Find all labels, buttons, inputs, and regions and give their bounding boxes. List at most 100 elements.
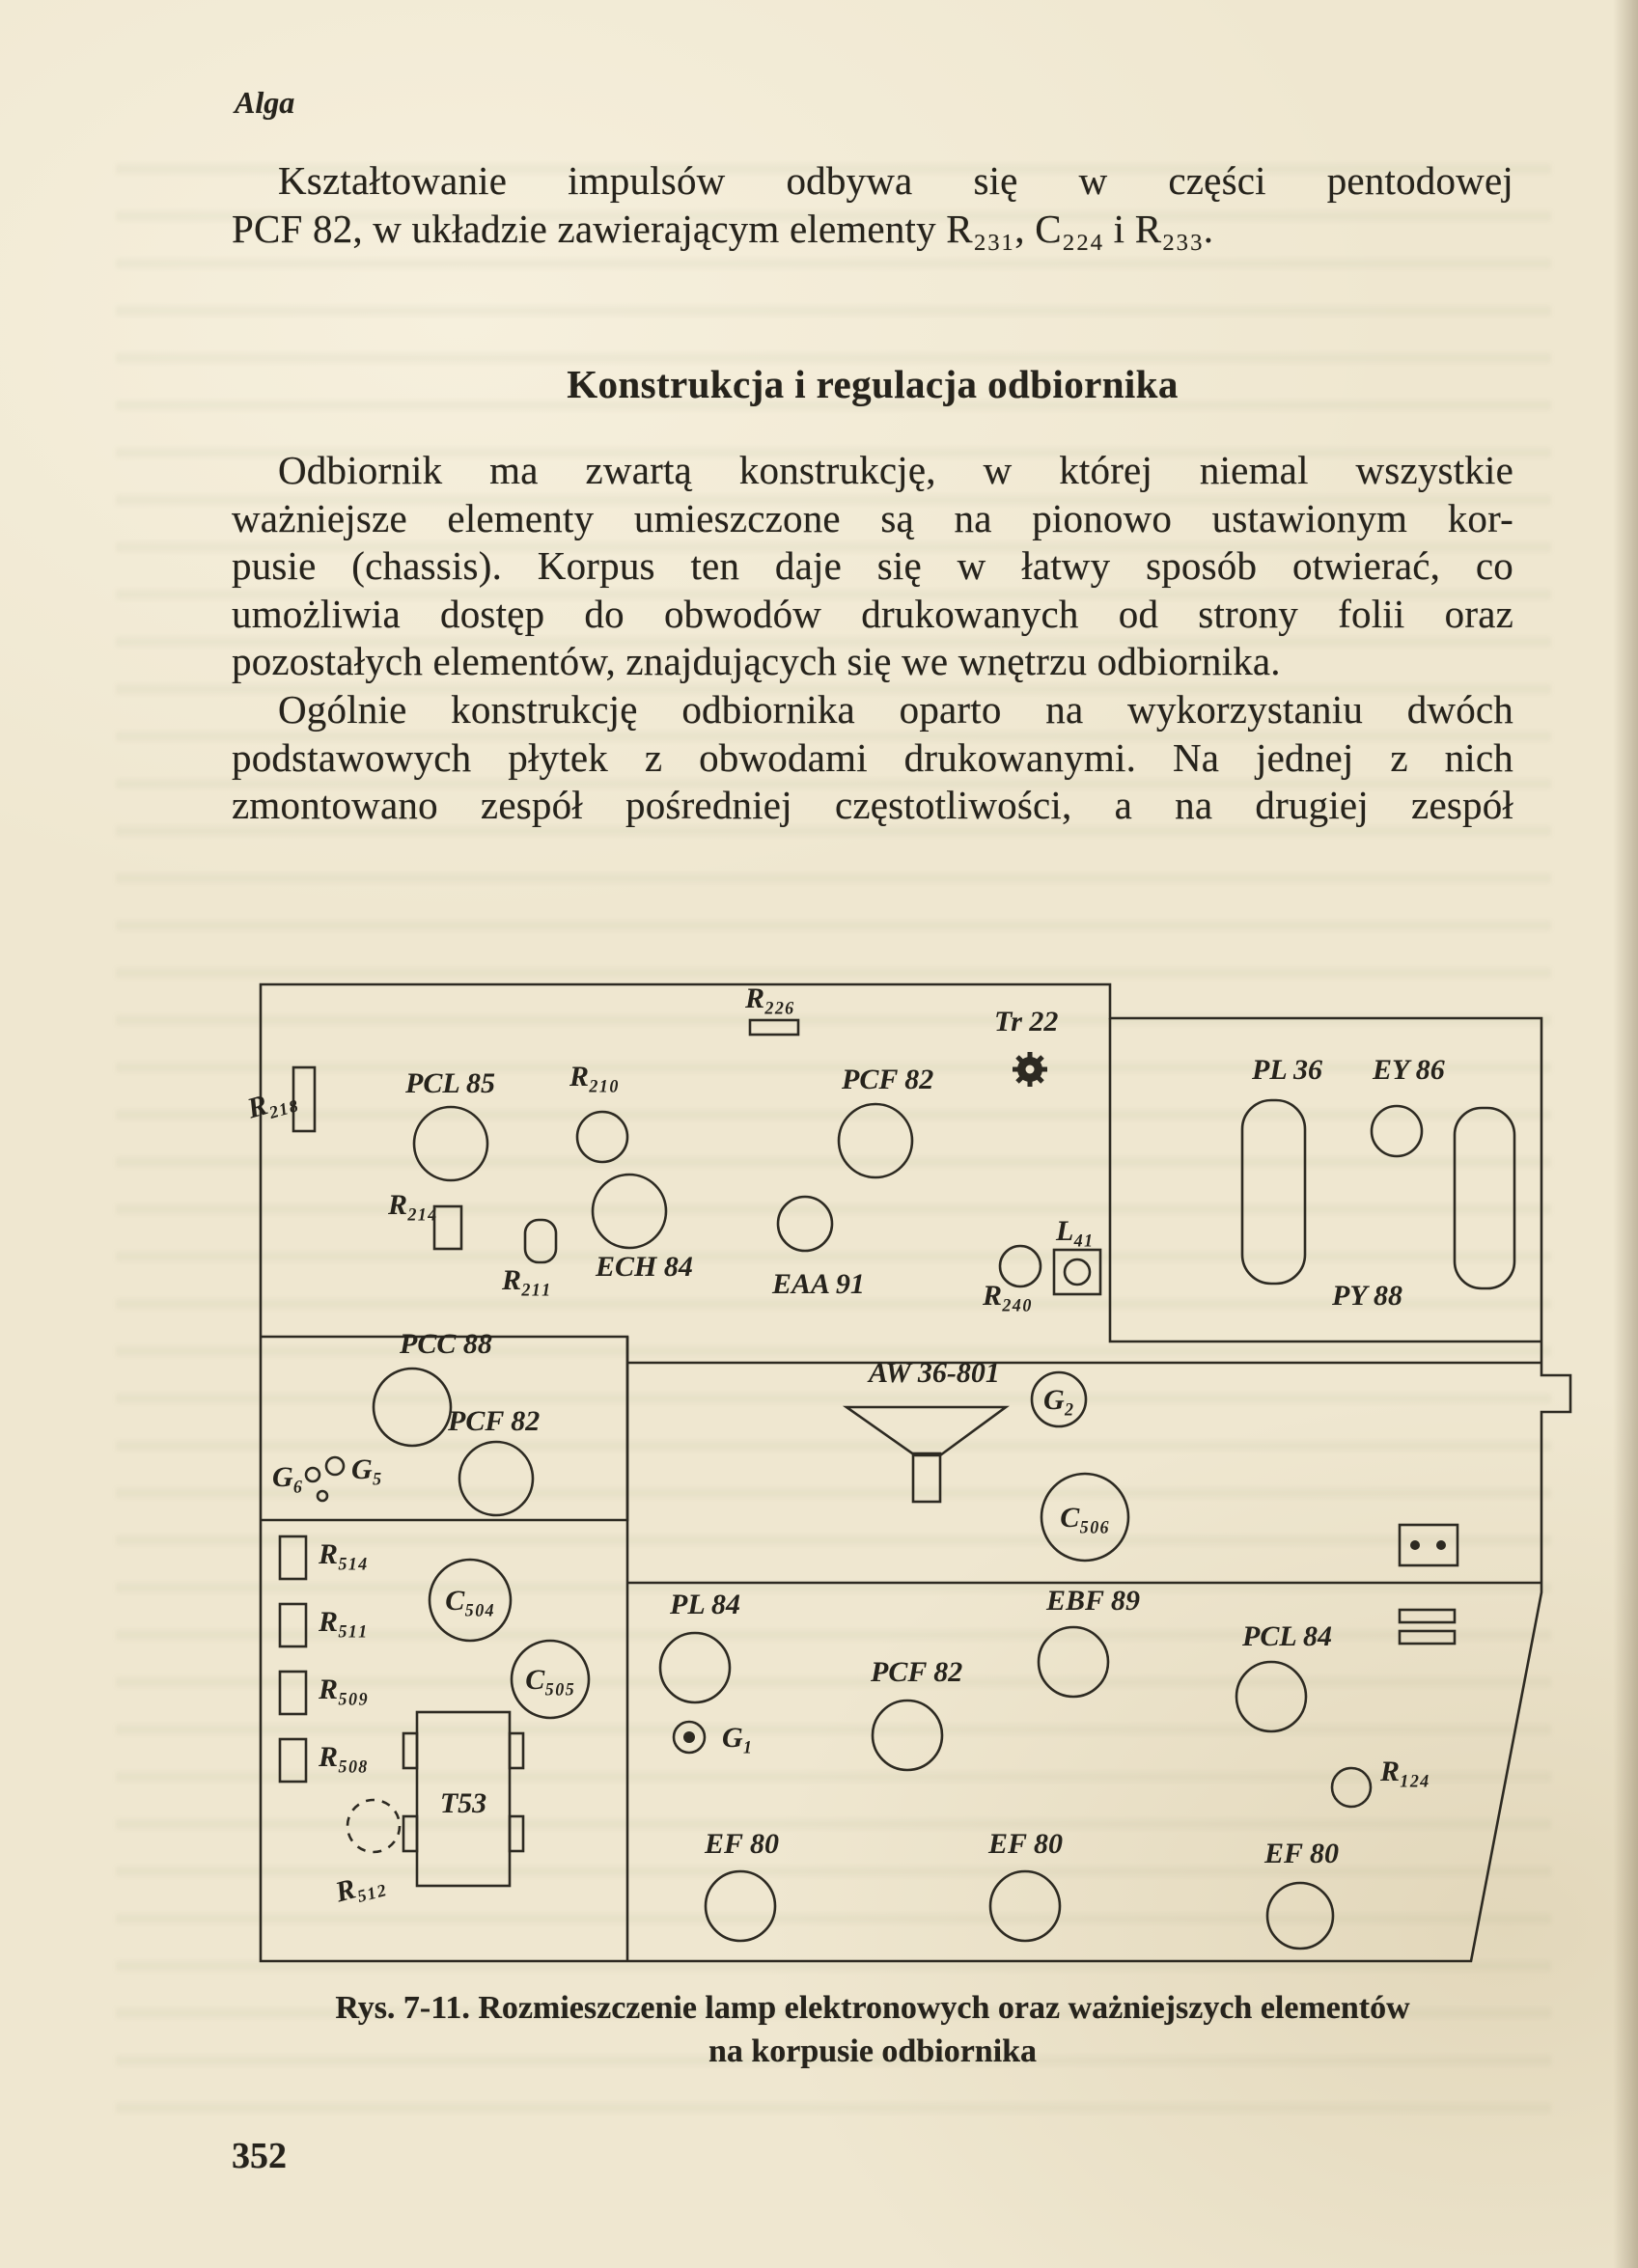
tube-outline (658, 1631, 732, 1704)
transformer-tab (402, 1731, 419, 1770)
page-edge-shadow (1613, 0, 1638, 2268)
label-pl36: PL 36 (1251, 1054, 1322, 1086)
text-line: pusie (chassis). Korpus ten daje się w ł… (232, 543, 1513, 588)
part-outline (672, 1720, 707, 1755)
part-outline (575, 1110, 629, 1164)
tube-outline (1265, 1881, 1335, 1950)
label-eaa91: EAA 91 (771, 1268, 865, 1300)
component-ech84: ECH 84 (591, 1173, 693, 1283)
label-r211: R₂₁₁ (501, 1264, 551, 1296)
label-c505: C₅₀₅ (525, 1664, 574, 1696)
component-eaa91: EAA 91 (771, 1195, 865, 1300)
label-r512: R₅₁₂ (331, 1865, 388, 1908)
label-ef80-2: EF 80 (987, 1828, 1063, 1860)
label-r210: R₂₁₀ (569, 1061, 619, 1093)
part-outline (1040, 1472, 1130, 1563)
paragraph-2: Odbiornik ma zwartą konstrukcję, w które… (232, 447, 1513, 686)
part-center-dot (683, 1731, 695, 1743)
text-line: podstawowych płytek z obwodami drukowany… (232, 734, 1513, 780)
part-outline (278, 1535, 308, 1581)
tube-outline (988, 1869, 1062, 1943)
part-outline (316, 1489, 329, 1503)
transformer-tab (508, 1814, 525, 1853)
component-c505: C₅₀₅ (510, 1639, 591, 1720)
component-g2: G₂ (1030, 1370, 1088, 1428)
figure-caption-line: Rys. 7-11. Rozmieszczenie lamp elektrono… (335, 1990, 1410, 2026)
crt-funnel (842, 1405, 1010, 1457)
tube-outline (1370, 1104, 1424, 1158)
page-number: 352 (232, 2136, 287, 2176)
transformer-body (415, 1710, 512, 1888)
figure-caption: Rys. 7-11. Rozmieszczenie lamp elektrono… (232, 1986, 1513, 2073)
component-r512: R₅₁₂ (331, 1798, 402, 1909)
part-outline (278, 1670, 308, 1716)
tube-outline (1240, 1098, 1307, 1286)
component-ef80-1: EF 80 (704, 1828, 779, 1943)
transformer-tab (402, 1814, 419, 1853)
tube-outline (704, 1869, 777, 1943)
part-outline (304, 1466, 321, 1483)
tube-outline (412, 1105, 489, 1182)
terminal-bars (1398, 1608, 1457, 1646)
label-r214: R₂₁₄ (387, 1189, 437, 1221)
tube-outline (776, 1195, 834, 1253)
paragraph-3: Ogólnie konstrukcję odbiornika oparto na… (232, 686, 1513, 830)
tube-outline (871, 1699, 944, 1772)
label-r508: R₅₀₈ (318, 1741, 368, 1773)
label-r514: R₅₁₄ (318, 1538, 368, 1570)
connector-dot (1410, 1540, 1420, 1550)
component-pl36: PL 36 (1240, 1054, 1322, 1286)
component-r514: R₅₁₄ (278, 1535, 368, 1581)
component-r240: R₂₄₀ (982, 1244, 1042, 1312)
label-g1: G₁ (722, 1722, 753, 1754)
component-py88: PY 88 (1331, 1106, 1516, 1312)
part-outline (1030, 1370, 1088, 1428)
part-outline (1052, 1248, 1102, 1296)
part-outline (1330, 1766, 1373, 1809)
label-t53: T53 (440, 1787, 486, 1819)
component-l41: L₄₁ (1052, 1215, 1102, 1296)
label-g6: G₆ (272, 1461, 303, 1493)
figure-caption-line: na korpusie odbiornika (708, 2033, 1038, 2069)
part-outline (278, 1602, 308, 1648)
text-line: Ogólnie konstrukcję odbiornika oparto na… (278, 687, 1513, 732)
component-tr22: Tr 22 (994, 1006, 1058, 1087)
label-pl84: PL 84 (669, 1589, 740, 1620)
component-pcf82-mid: PCF 82 (447, 1405, 540, 1517)
connector-dot (1436, 1540, 1446, 1550)
transformer-tab (508, 1731, 525, 1770)
part-outline (324, 1455, 346, 1477)
label-c506: C₅₀₆ (1060, 1502, 1109, 1534)
label-pcl84: PCL 84 (1241, 1620, 1332, 1652)
component-g1: G₁ (672, 1720, 753, 1755)
label-g5: G₅ (351, 1453, 382, 1485)
component-r511: R₅₁₁ (278, 1602, 368, 1648)
label-pcf82-top: PCF 82 (841, 1064, 933, 1095)
tube-outline (458, 1440, 535, 1517)
component-ey86: EY 86 (1370, 1054, 1445, 1158)
tube-outline (1037, 1625, 1110, 1699)
component-aw36-801: AW 36-801 (842, 1357, 1010, 1504)
component-r226: R₂₂₆ (744, 982, 800, 1037)
part-outline-dashed (346, 1798, 402, 1854)
component-c504: C₅₀₄ (428, 1558, 513, 1643)
label-r240: R₂₄₀ (982, 1280, 1032, 1312)
tube-outline (837, 1102, 914, 1179)
label-pcf82-mid: PCF 82 (447, 1405, 540, 1437)
text-line: Kształtowanie impulsów odbywa się w częś… (278, 158, 1513, 203)
chassis-outline (259, 982, 1572, 1963)
part-outline (510, 1639, 591, 1720)
component-ef80-3: EF 80 (1263, 1838, 1339, 1950)
part-outline (748, 1018, 800, 1037)
gear-icon (1013, 1052, 1047, 1087)
component-pcf82-top: PCF 82 (837, 1064, 933, 1179)
label-g2: G₂ (1043, 1384, 1074, 1416)
component-ebf89: EBF 89 (1037, 1585, 1140, 1699)
component-pcf82-bottom: PCF 82 (870, 1656, 962, 1772)
label-pcc88: PCC 88 (399, 1328, 492, 1360)
label-tr22: Tr 22 (994, 1006, 1058, 1037)
chassis-diagram: R₂₁₈ PCL 85 R₂₁₀ R₂₁₄ R₂₁₁ ECH 84 R₂₂₆ P… (243, 982, 1572, 1963)
part-outline (1063, 1258, 1092, 1286)
label-ech84: ECH 84 (595, 1251, 693, 1283)
